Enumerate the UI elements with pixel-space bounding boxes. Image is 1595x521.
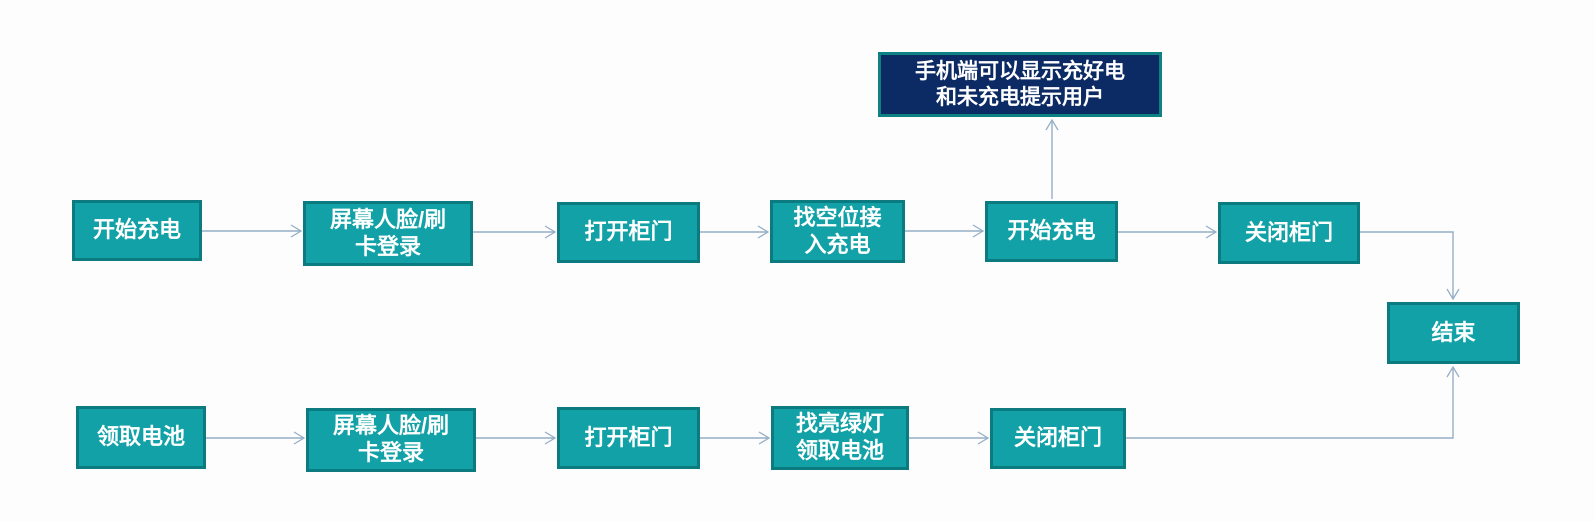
connector-b5-end [1126,365,1460,439]
note-phone-notification: 手机端可以显示充好电 和未充电提示用户 [878,52,1162,117]
flow-node-close-cabinet-door-top: 关闭柜门 [1218,202,1360,264]
flow-node-close-cabinet-door-bottom: 关闭柜门 [990,408,1126,469]
flow-node-open-cabinet-door-bottom: 打开柜门 [557,407,700,469]
flow-node-start-charging: 开始充电 [72,200,202,261]
flow-node-start-charging-2: 开始充电 [985,201,1118,262]
flow-node-open-cabinet-door-top: 打开柜门 [557,202,700,263]
flow-node-end: 结束 [1387,302,1520,364]
flow-node-find-empty-slot-plug-in: 找空位接 入充电 [770,200,905,263]
flow-node-find-green-light-collect-battery: 找亮绿灯 领取电池 [771,406,909,470]
flow-node-collect-battery: 领取电池 [76,406,206,469]
connector-a6-end [1360,231,1460,301]
flow-node-face-or-card-login-bottom: 屏幕人脸/刷 卡登录 [306,408,476,472]
flow-node-face-or-card-login-top: 屏幕人脸/刷 卡登录 [303,201,473,266]
